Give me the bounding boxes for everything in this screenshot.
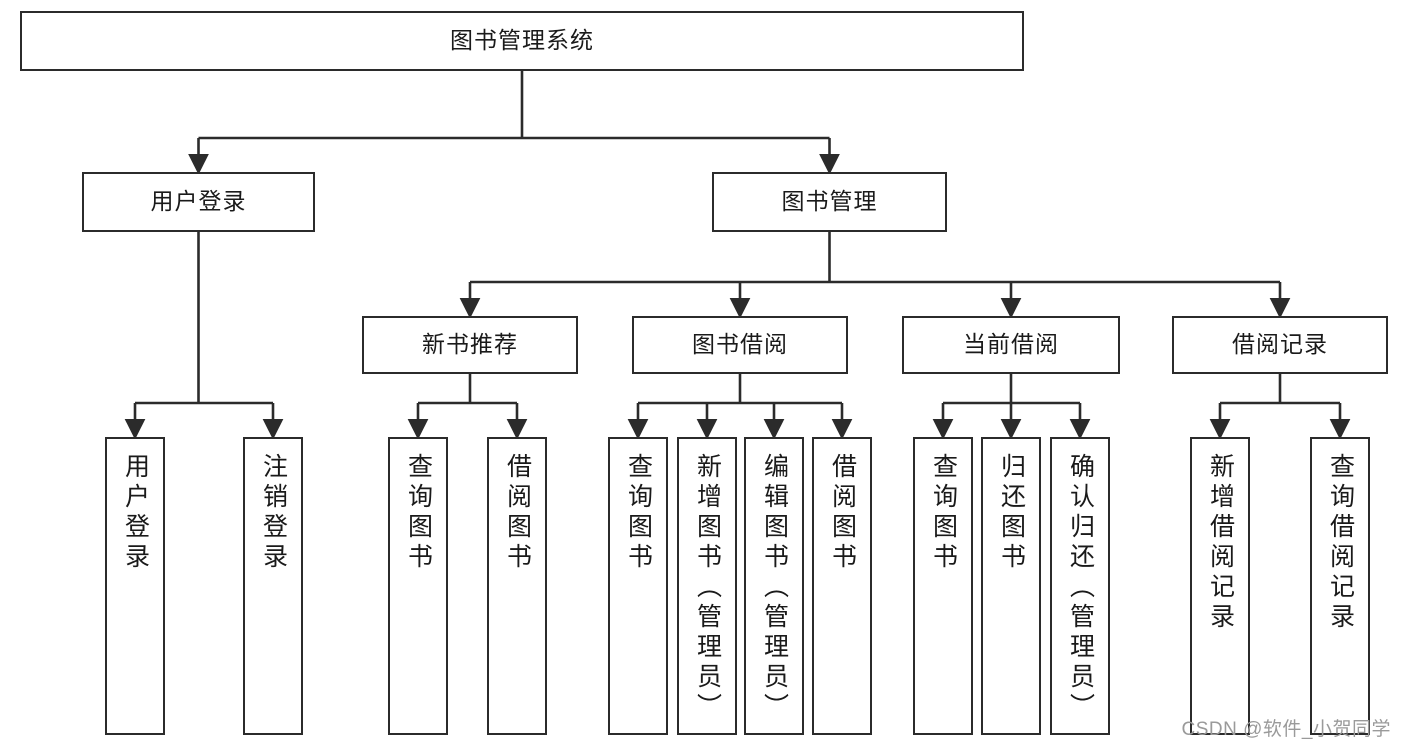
- node-label: 用户登录: [150, 188, 247, 215]
- node-leaf-logout[interactable]: 注销登录: [243, 437, 303, 735]
- node-label: 图书管理: [781, 188, 878, 215]
- node-label: 查询图书: [404, 453, 433, 573]
- node-borrow-record[interactable]: 借阅记录: [1172, 316, 1388, 374]
- node-label: 归还图书: [997, 453, 1026, 573]
- node-leaf-query-record[interactable]: 查询借阅记录: [1310, 437, 1370, 735]
- node-label: 当前借阅: [963, 331, 1059, 358]
- node-label: 确认归还（管理员）: [1066, 453, 1095, 723]
- node-label: 借阅图书: [828, 453, 857, 573]
- node-label: 借阅图书: [503, 453, 532, 573]
- node-label: 新书推荐: [422, 331, 518, 358]
- watermark-label: CSDN @软件_小贺同学: [1181, 719, 1391, 740]
- node-leaf-add-record[interactable]: 新增借阅记录: [1190, 437, 1250, 735]
- node-user-login[interactable]: 用户登录: [82, 172, 315, 232]
- node-leaf-confirm-return[interactable]: 确认归还（管理员）: [1050, 437, 1110, 735]
- node-leaf-edit-book[interactable]: 编辑图书（管理员）: [744, 437, 804, 735]
- node-leaf-borrow-book-1[interactable]: 借阅图书: [487, 437, 547, 735]
- node-leaf-user-login[interactable]: 用户登录: [105, 437, 165, 735]
- node-label: 查询图书: [929, 453, 958, 573]
- node-label: 编辑图书（管理员）: [760, 453, 789, 723]
- node-current-borrow[interactable]: 当前借阅: [902, 316, 1120, 374]
- node-leaf-query-book-2[interactable]: 查询图书: [608, 437, 668, 735]
- node-leaf-borrow-book-2[interactable]: 借阅图书: [812, 437, 872, 735]
- node-leaf-add-book[interactable]: 新增图书（管理员）: [677, 437, 737, 735]
- node-label: 图书管理系统: [450, 27, 594, 54]
- node-label: 注销登录: [259, 453, 288, 573]
- node-label: 用户登录: [121, 453, 150, 573]
- node-root[interactable]: 图书管理系统: [20, 11, 1024, 71]
- node-label: 新增图书（管理员）: [693, 453, 722, 723]
- node-book-manage[interactable]: 图书管理: [712, 172, 947, 232]
- node-leaf-query-book-3[interactable]: 查询图书: [913, 437, 973, 735]
- node-leaf-query-book-1[interactable]: 查询图书: [388, 437, 448, 735]
- node-label: 图书借阅: [692, 331, 788, 358]
- node-label: 新增借阅记录: [1206, 453, 1235, 633]
- node-new-book-rec[interactable]: 新书推荐: [362, 316, 578, 374]
- node-label: 查询借阅记录: [1326, 453, 1355, 633]
- node-label: 借阅记录: [1232, 331, 1328, 358]
- node-label: 查询图书: [624, 453, 653, 573]
- node-book-borrow[interactable]: 图书借阅: [632, 316, 848, 374]
- node-leaf-return-book[interactable]: 归还图书: [981, 437, 1041, 735]
